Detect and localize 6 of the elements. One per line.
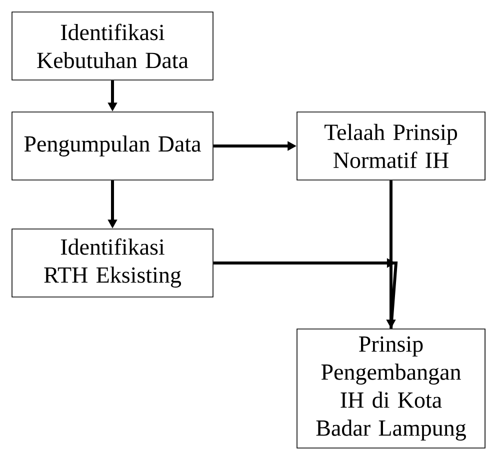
process-box: Identifikasi RTH Eksisting <box>12 228 214 298</box>
process-box: Identifikasi Kebutuhan Data <box>12 12 214 80</box>
process-box: Telaah Prinsip Normatif IH <box>296 112 486 180</box>
process-box: Pengumpulan Data <box>12 112 214 180</box>
process-box: Prinsip Pengembangan IH di Kota Badar Lampung <box>296 328 486 448</box>
arrow <box>213 258 398 329</box>
